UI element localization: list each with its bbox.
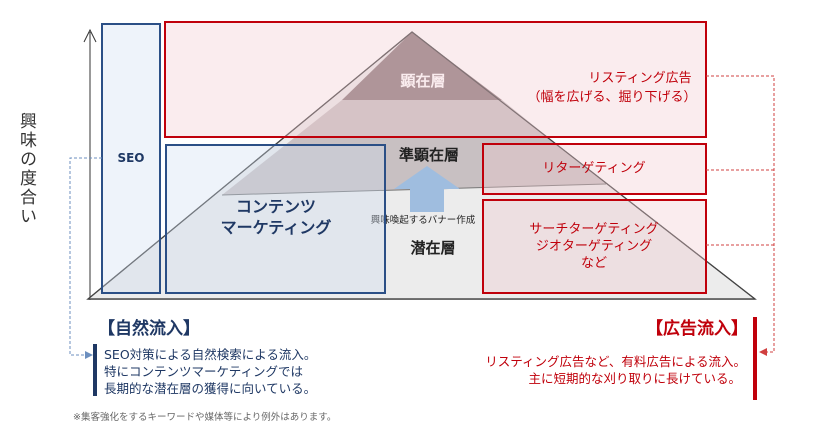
paid-accent-bar [753,317,757,400]
natural-accent-bar [93,344,97,396]
paid-heading: 【広告流入】 [646,318,748,339]
pyramid-middle-layer [222,100,606,195]
footnote: ※集客強化をするキーワードや媒体等により例外はあります。 [73,411,336,423]
targeting-label-line2: ジオターゲティング [536,239,652,254]
listing-ads-box [164,21,707,138]
paid-line-1: リスティング広告など、有料広告による流入。 [485,354,746,369]
content-marketing-box [165,144,386,294]
targeting-label-line3: など [581,256,607,271]
targeting-box [482,199,707,294]
y-axis-arrowhead [83,28,97,43]
pyramid-top-layer [342,32,502,100]
seo-label: SEO [117,151,144,165]
top-layer-label: 顕在層 [400,72,445,90]
paid-connector-line [706,75,775,356]
pyramid-outline [86,31,757,300]
paid-line-2: 主に短期的な刈り取りに長けている。 [528,371,741,386]
content-marketing-label-line1: コンテンツ [236,197,316,216]
natural-line-2: 特にコンテンツマーケティングでは [104,364,303,379]
natural-line-3: 長期的な潜在層の獲得に向いている。 [104,381,316,396]
y-axis-label: 興味の度合い [16,112,37,226]
seo-box [101,23,161,294]
natural-line-1: SEO対策による自然検索による流入。 [104,347,316,362]
listing-ads-sublabel: （幅を広げる、掘り下げる） [527,90,696,105]
retargeting-label: リターゲティング [542,161,645,176]
bottom-layer-label: 潜在層 [410,239,455,257]
arrow-caption: 興味喚起するバナー作成 [371,214,476,226]
up-arrow-icon [394,166,460,212]
middle-layer-label: 準顕在層 [399,146,459,164]
retargeting-box [482,143,707,195]
targeting-label-line1: サーチターゲティング [529,222,658,237]
listing-ads-label: リスティング広告 [588,71,691,86]
natural-heading: 【自然流入】 [98,318,200,339]
natural-connector-line [69,157,102,359]
content-marketing-label-line2: マーケティング [221,218,332,237]
